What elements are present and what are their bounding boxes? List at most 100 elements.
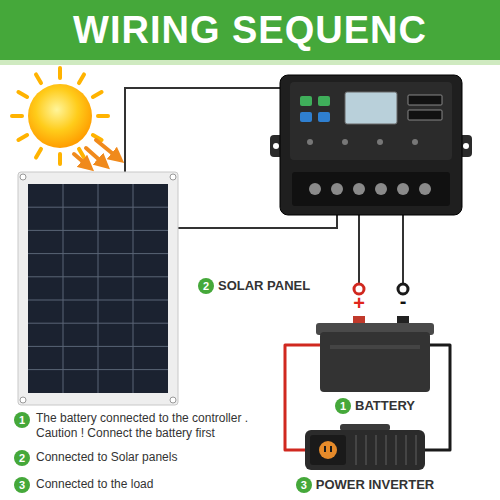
charge-controller [408, 110, 442, 120]
callout-number: 3 [296, 477, 312, 493]
charge-controller [408, 95, 442, 105]
controller-wires [402, 212, 404, 285]
sun-icon [58, 68, 62, 78]
controller-wires [358, 212, 360, 285]
solar-panel-picture [28, 207, 168, 208]
inverter-picture [305, 424, 425, 470]
callout-number: 1 [335, 398, 351, 414]
inverter-picture [305, 430, 425, 470]
solar-panel-picture [28, 276, 168, 277]
inverter-picture [395, 435, 397, 465]
battery-picture [320, 332, 430, 392]
battery-picture [353, 316, 365, 324]
charge-controller [397, 183, 409, 195]
charge-controller [463, 143, 469, 149]
charge-controller [375, 183, 387, 195]
note-text: The battery connected to the controller … [36, 411, 291, 441]
solar-panel-picture [170, 174, 176, 180]
battery-picture [397, 316, 409, 324]
inverter-picture [405, 435, 407, 465]
charge-controller [290, 82, 452, 160]
sunlight-arrows [96, 140, 118, 158]
inverter-picture [340, 424, 390, 431]
inverter-picture [375, 435, 377, 465]
sun-icon [93, 92, 102, 97]
note-text: Connected to the load [36, 477, 291, 492]
sun-icon [28, 84, 92, 148]
inverter-picture [324, 446, 326, 452]
terminal-sign: + [352, 293, 366, 313]
callout-number: 2 [198, 278, 214, 294]
solar-panel: SOLAR PANEL [18, 172, 178, 405]
solar-panel-picture [20, 174, 26, 180]
solar-panel-picture [133, 184, 134, 393]
charge-controller [280, 75, 462, 215]
controller-wires [125, 88, 280, 172]
sun-icon [12, 68, 108, 164]
charge-controller [318, 96, 330, 106]
sun-icon [58, 154, 62, 164]
solar-panel-picture [28, 300, 168, 301]
part-name: BATTERY [355, 398, 415, 414]
callout-number: 3 [14, 477, 30, 493]
charge-controller [318, 112, 330, 122]
sun-icon [12, 114, 22, 118]
charge-controller [353, 183, 365, 195]
sunlight-arrows [74, 154, 88, 166]
title-banner [0, 60, 500, 65]
charge-controller [412, 139, 418, 145]
sun-icon [79, 74, 84, 83]
inverter-picture [356, 435, 416, 465]
title-banner [0, 0, 500, 60]
inverter-picture [310, 435, 346, 465]
title-banner [0, 0, 500, 65]
note-text: Connected to Solar panels [36, 450, 291, 465]
power-cable [425, 345, 450, 450]
charge-controller [345, 92, 397, 124]
inverter-picture [365, 435, 367, 465]
charge-controller [342, 139, 348, 145]
solar-panel-picture [28, 369, 168, 370]
battery: BATTERY [320, 330, 430, 392]
charge-controller [377, 139, 383, 145]
sun-icon [36, 74, 41, 83]
solar-panel-picture [20, 397, 26, 403]
solar-panel-picture [28, 346, 168, 347]
solar-panel-picture [18, 172, 178, 405]
part-name: SOLAR PANEL [218, 278, 310, 294]
solar-panel-picture [18, 172, 178, 405]
battery-picture [316, 316, 434, 392]
callout-number: 2 [14, 450, 30, 466]
charge-controller [300, 96, 312, 106]
sun-icon [12, 68, 108, 164]
sunlight-arrows [86, 148, 104, 164]
solar-panel-picture [28, 323, 168, 324]
charge-controller [292, 172, 450, 206]
sunlight-arrows [74, 140, 118, 166]
solar-panel-picture [98, 184, 99, 393]
power-cable [285, 345, 320, 450]
solar-panel-picture [28, 184, 168, 393]
sun-icon [18, 92, 27, 97]
solar-panel-picture [63, 184, 64, 393]
terminal-sign: - [396, 291, 410, 311]
sun-icon [98, 114, 108, 118]
sun-icon [36, 149, 41, 158]
inverter-picture [319, 441, 337, 459]
sun-icon [18, 135, 27, 140]
solar-panel-picture [28, 253, 168, 254]
power-inverter: POWER INVERTER [305, 430, 425, 470]
charge-controller [273, 143, 279, 149]
solar-panel-picture [170, 397, 176, 403]
charge-controller [331, 183, 343, 195]
charge-controller [270, 75, 472, 215]
charge-controller [307, 139, 313, 145]
sun-icon [79, 149, 84, 158]
charge-controller [309, 183, 321, 195]
callout-number: 1 [14, 412, 30, 428]
inverter-picture [330, 446, 332, 452]
title-text: WIRING SEQUENC [0, 0, 500, 60]
part-name: POWER INVERTER [316, 477, 434, 493]
inverter-picture [355, 435, 357, 465]
battery-picture [330, 345, 420, 349]
